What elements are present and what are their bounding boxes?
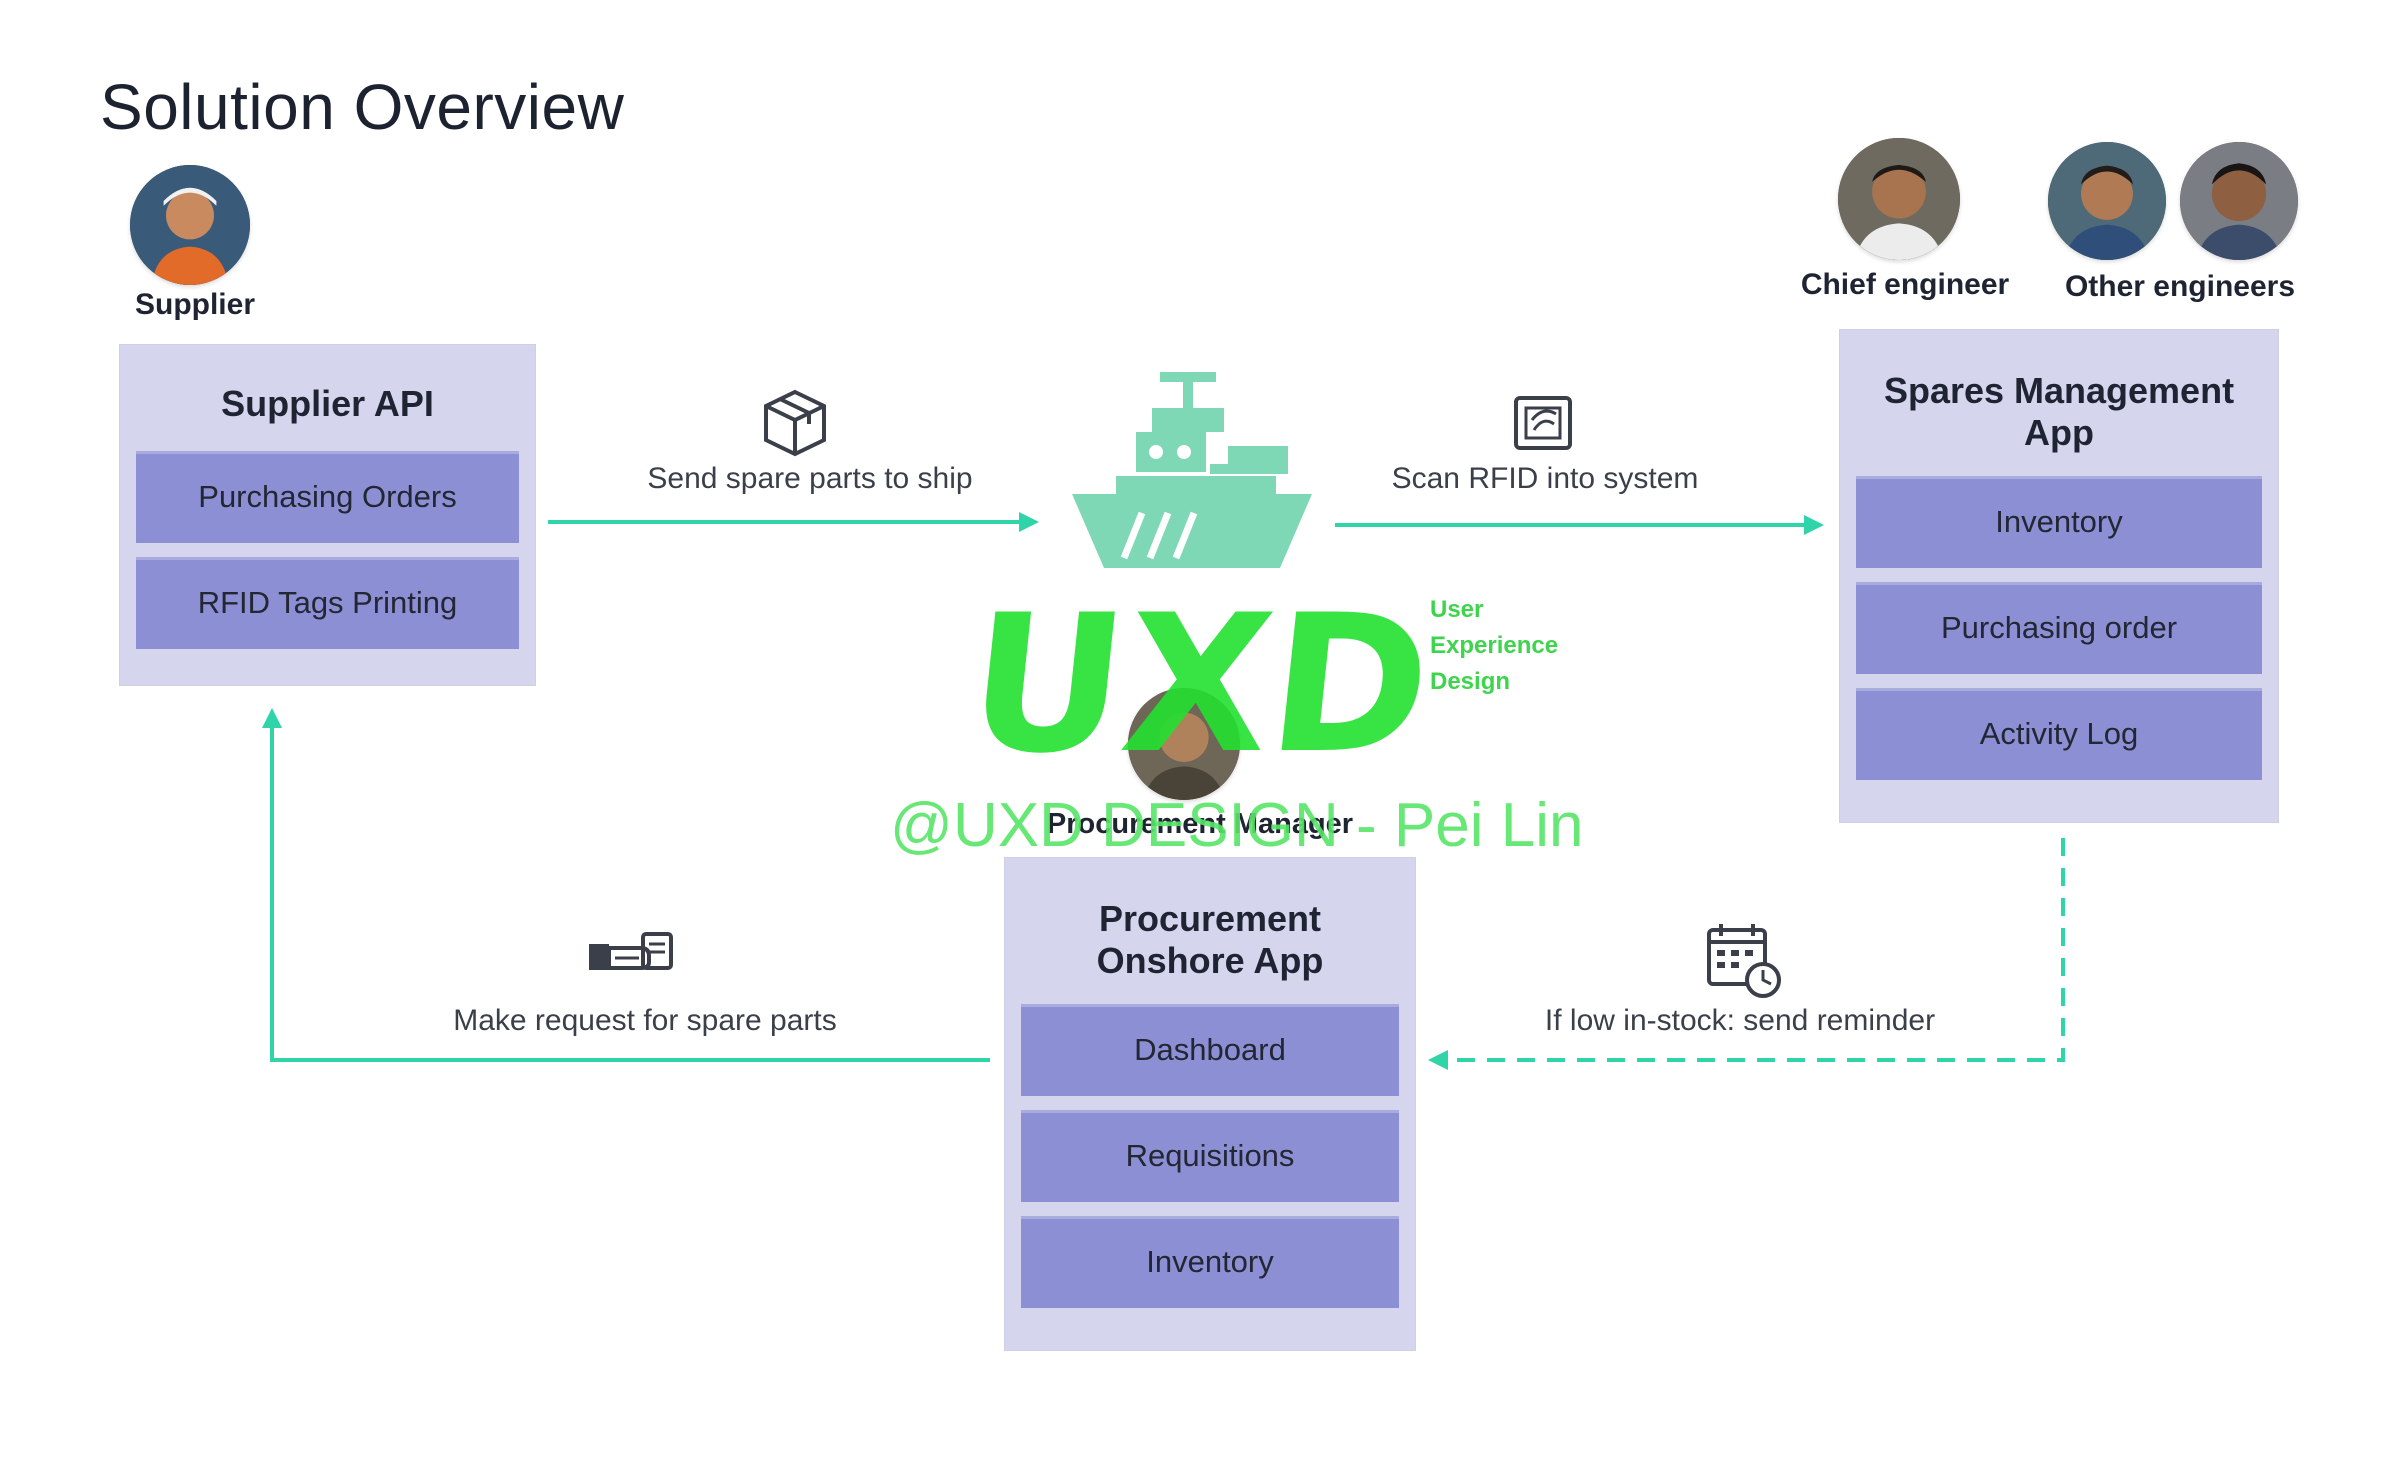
supplier-api-panel: Supplier API Purchasing Orders RFID Tags… [120, 345, 535, 685]
uxd-watermark-logo: UXD [975, 585, 1440, 770]
purchasing-orders-item[interactable]: Purchasing Orders [136, 451, 519, 543]
uxd-tagline-3: Design [1430, 668, 1511, 695]
hand-request-icon [589, 932, 673, 970]
procurement-title-2: Onshore App [1096, 940, 1324, 981]
uxd-tagline: User Experience Design [1430, 592, 1558, 700]
spares-inventory-item[interactable]: Inventory [1856, 476, 2262, 568]
procurement-dashboard-item[interactable]: Dashboard [1021, 1004, 1399, 1096]
calendar-clock-icon [1707, 924, 1781, 998]
procurement-requisitions-item[interactable]: Requisitions [1021, 1110, 1399, 1202]
uxd-tagline-1: User [1430, 596, 1484, 623]
make-request-label: Make request for spare parts [453, 1004, 837, 1037]
procurement-manager-label: Procurement Manager [1046, 808, 1354, 840]
person-icon [130, 165, 250, 285]
uxd-logo-text: UXD [975, 585, 1440, 770]
procurement-title-1: Procurement [1098, 898, 1322, 939]
procurement-inventory-item[interactable]: Inventory [1021, 1216, 1399, 1308]
chief-engineer-label: Chief engineer [1800, 268, 2010, 301]
other-engineers-label: Other engineers [2064, 270, 2296, 303]
connector-make-request [262, 708, 990, 1062]
supplier-label: Supplier [134, 288, 255, 321]
spares-management-title-1: Spares Management [1883, 370, 2235, 411]
person-icon [1128, 688, 1240, 800]
page-title: Solution Overview [100, 71, 625, 143]
package-icon [764, 389, 826, 457]
other-engineer-avatar-1 [2048, 142, 2166, 260]
spares-management-title-2: App [2024, 412, 2094, 453]
supplier-api-title: Supplier API [221, 383, 434, 424]
connector-low-stock [1428, 838, 2065, 1070]
other-engineer-avatar-2 [2180, 142, 2298, 260]
rfid-tags-printing-item[interactable]: RFID Tags Printing [136, 557, 519, 649]
low-stock-label: If low in-stock: send reminder [1544, 1004, 1936, 1037]
spares-activity-log-item[interactable]: Activity Log [1856, 688, 2262, 780]
spares-purchasing-order-item[interactable]: Purchasing order [1856, 582, 2262, 674]
scan-rfid-label: Scan RFID into system [1391, 462, 1699, 495]
person-icon [2180, 142, 2298, 260]
person-icon [1838, 138, 1960, 260]
send-parts-label: Send spare parts to ship [647, 462, 973, 495]
procurement-onshore-panel: Procurement Onshore App Dashboard Requis… [1005, 858, 1415, 1350]
supplier-avatar [130, 165, 250, 285]
uxd-tagline-2: Experience [1430, 632, 1559, 659]
spares-management-panel: Spares Management App Inventory Purchasi… [1840, 330, 2278, 822]
procurement-manager-avatar [1128, 688, 1240, 800]
person-icon [2048, 142, 2166, 260]
ship-icon [1072, 372, 1312, 568]
chief-engineer-avatar [1838, 138, 1960, 260]
uxd-watermark-credit: @UXD DESIGN - Pei Lin [890, 791, 1584, 860]
rfid-scan-icon [1514, 396, 1572, 450]
